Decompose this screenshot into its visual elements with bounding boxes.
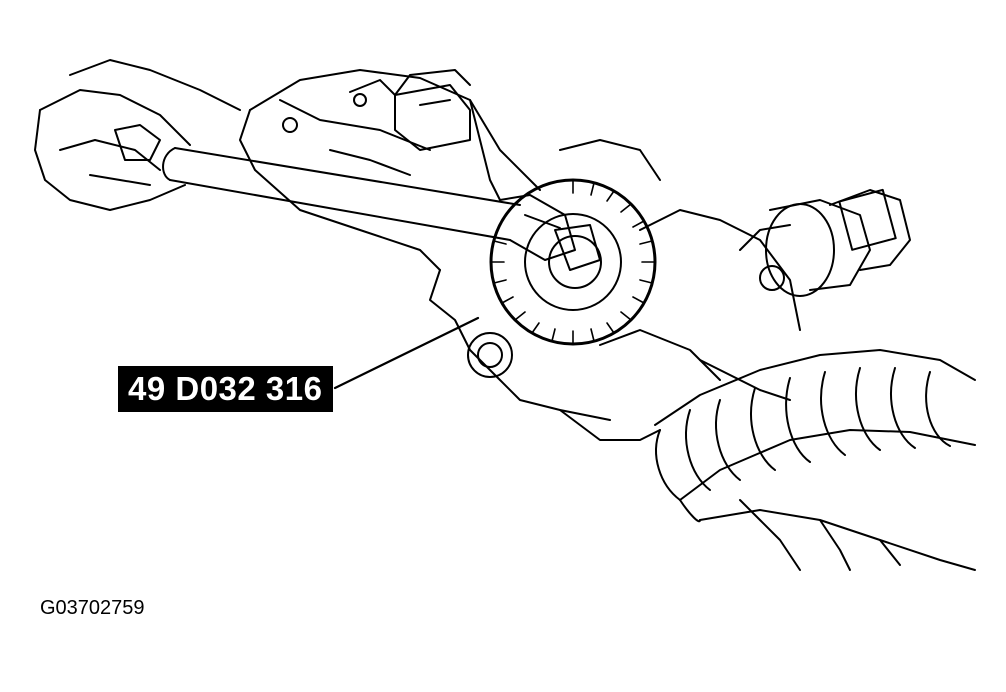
rack-boot-bellows <box>654 349 976 571</box>
callout-leader-line <box>333 316 480 390</box>
figure-id-label: G03702759 <box>40 597 145 619</box>
tool-bar <box>162 147 576 261</box>
connector-plug <box>349 69 471 151</box>
tool-number-callout: 49 D032 316 <box>118 366 333 412</box>
special-tool-ring <box>489 178 657 346</box>
input-shaft <box>739 188 911 297</box>
hand-left <box>34 59 241 211</box>
gear-housing <box>239 69 801 441</box>
